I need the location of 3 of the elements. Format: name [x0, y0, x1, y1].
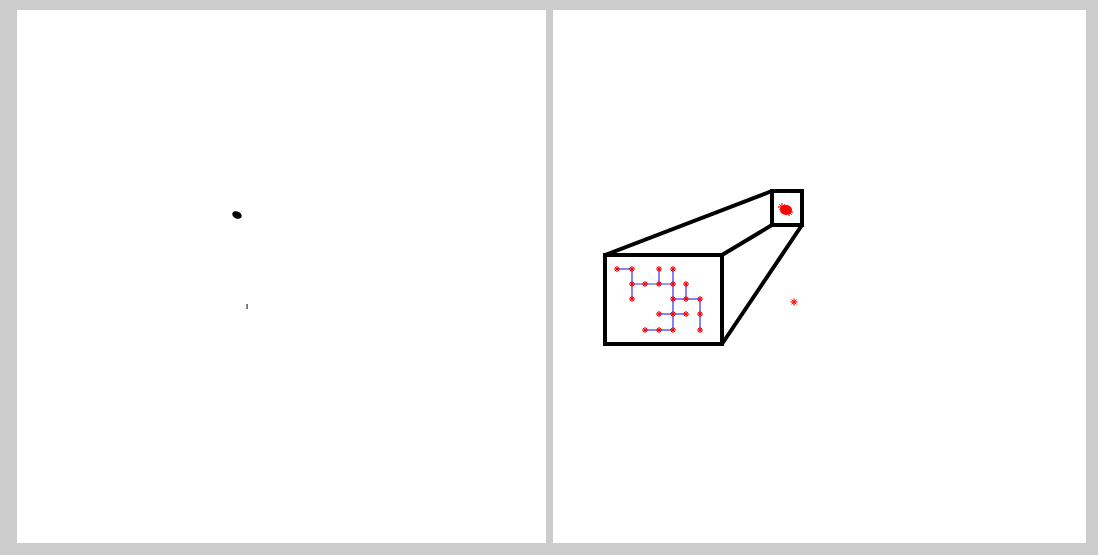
projection-line	[720, 223, 774, 257]
zoom-box	[770, 189, 804, 227]
zoom-box	[603, 253, 724, 346]
